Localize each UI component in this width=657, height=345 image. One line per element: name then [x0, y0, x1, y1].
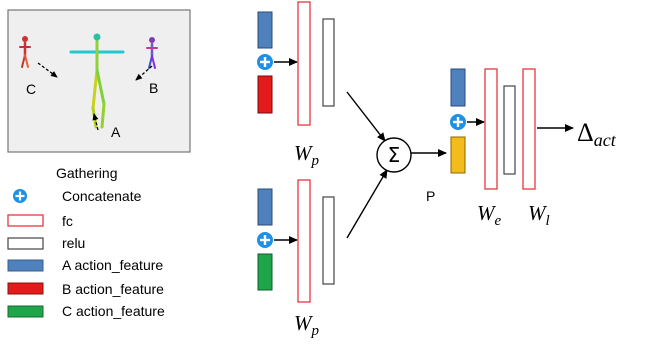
pooled-label: P — [426, 188, 435, 204]
movement-arrow-b — [135, 65, 153, 81]
lower-to-sum-arrow — [346, 169, 388, 239]
upper-fc-layer — [297, 1, 311, 126]
output-label: Δact — [577, 118, 617, 150]
legend-fc-swatch — [7, 214, 44, 227]
lower-fc-layer — [297, 179, 311, 303]
person-b-label: B — [149, 80, 158, 96]
upper-relu-layer — [322, 18, 335, 107]
skeleton-person-b-icon — [146, 37, 158, 69]
lower-relu-layer — [322, 196, 335, 285]
lower-wp-label: Wp — [294, 311, 320, 339]
movement-arrow-a — [92, 113, 99, 131]
concatenate-icon — [13, 189, 27, 203]
legend-relu-swatch — [7, 237, 44, 250]
legend-concatenate-label: Concatenate — [62, 188, 142, 204]
person-a-label: A — [111, 124, 121, 140]
final-fc-we-layer — [484, 68, 498, 190]
final-concatenate-icon — [450, 114, 466, 130]
upper-branch — [257, 1, 335, 126]
we-label: We — [477, 201, 502, 229]
person-c-label: C — [26, 81, 36, 97]
sum-symbol: Σ — [388, 143, 401, 167]
lower-concatenate-icon — [257, 232, 273, 248]
legend-a-feature-label: A action_feature — [62, 257, 163, 273]
movement-arrow-c — [37, 62, 58, 78]
skeleton-scene: C B A — [7, 9, 191, 153]
upper-concatenate-icon — [257, 54, 273, 70]
legend-b-feature-swatch — [7, 282, 44, 295]
wl-label: Wl — [528, 201, 550, 229]
scene-caption: Gathering — [56, 165, 117, 181]
lower-c-feature-block — [257, 253, 273, 291]
legend-c-feature-swatch — [7, 305, 44, 318]
skeleton-person-a-icon — [69, 33, 125, 129]
legend-a-feature-swatch — [7, 259, 44, 272]
final-fc-wl-layer — [522, 68, 536, 190]
legend-fc-label: fc — [62, 213, 73, 229]
legend-relu-label: relu — [62, 235, 85, 251]
final-relu-layer — [503, 85, 516, 175]
lower-branch — [257, 179, 335, 303]
upper-to-sum-arrow — [346, 91, 386, 142]
final-a-feature-block — [450, 68, 466, 107]
legend-b-feature-label: B action_feature — [62, 281, 164, 297]
skeleton-person-c-icon — [19, 36, 31, 68]
final-pooled-feature-block — [450, 136, 466, 174]
upper-a-feature-block — [257, 11, 273, 49]
legend-c-feature-label: C action_feature — [62, 303, 165, 319]
lower-a-feature-block — [257, 188, 273, 226]
legend: Concatenate fc relu A action_feature B a… — [7, 188, 165, 319]
sum-node — [376, 137, 412, 173]
final-head — [450, 68, 574, 190]
upper-b-feature-block — [257, 75, 273, 114]
upper-wp-label: Wp — [294, 141, 320, 169]
